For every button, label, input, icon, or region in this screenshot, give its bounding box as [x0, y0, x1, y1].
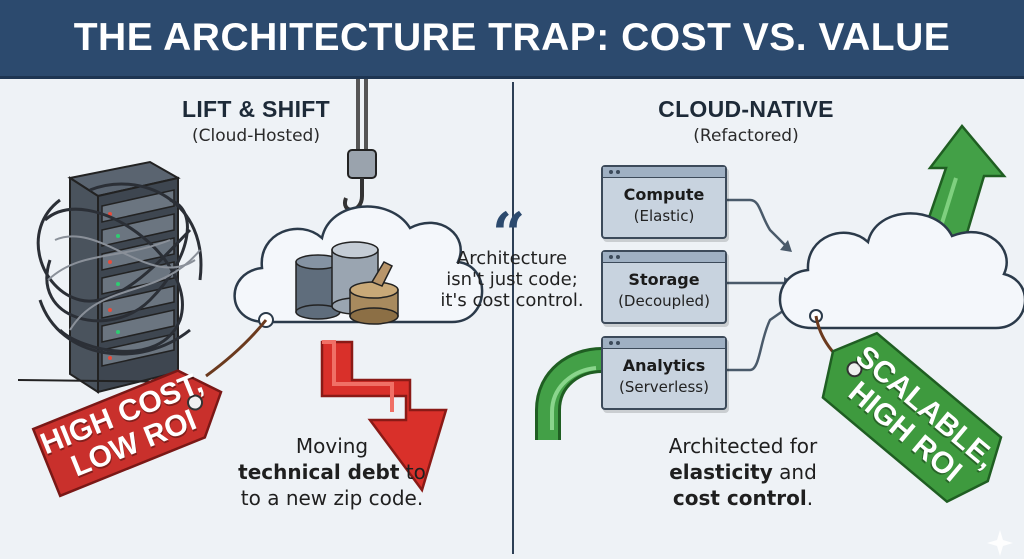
right-caption: Architected for elasticity and cost cont…	[628, 433, 858, 511]
caption-line: technical debt to	[212, 459, 452, 485]
service-note: (Elastic)	[633, 207, 695, 225]
right-section-subtitle: (Refactored)	[693, 126, 799, 146]
window-dot	[616, 170, 620, 174]
caption-line: cost control.	[628, 485, 858, 511]
page-title: THE ARCHITECTURE TRAP: COST VS. VALUE	[73, 16, 951, 59]
quote-line: isn't just code;	[446, 269, 578, 290]
caption-bold: technical debt	[238, 460, 400, 484]
analytics-service-box: Analytics (Serverless)	[601, 336, 727, 410]
service-note: (Serverless)	[619, 378, 709, 396]
left-section-subtitle: (Cloud-Hosted)	[192, 126, 320, 146]
service-note: (Decoupled)	[618, 292, 710, 310]
left-caption: Moving technical debt to to a new zip co…	[212, 433, 452, 511]
sparkle-icon	[987, 530, 1013, 556]
high-cost-tag	[31, 369, 223, 498]
left-section-title: LIFT & SHIFT	[182, 96, 330, 122]
red-down-arrow	[320, 340, 448, 493]
server-rack-icon	[17, 160, 203, 394]
cloud-native-icon	[778, 212, 1024, 330]
caption-text: and	[772, 460, 817, 484]
header-bar	[0, 0, 1024, 79]
center-divider	[512, 82, 514, 554]
window-bar	[603, 338, 725, 349]
service-name: Analytics	[622, 356, 706, 375]
caption-text: .	[806, 486, 814, 510]
compute-service-box: Compute (Elastic)	[601, 165, 727, 239]
caption-line: to a new zip code.	[240, 486, 424, 510]
window-dot	[609, 255, 613, 259]
caption-bold: elasticity	[669, 460, 773, 484]
caption-bold: cost control	[672, 486, 807, 510]
cloud-hosted-icon	[233, 205, 484, 328]
quote-icon: “	[492, 200, 526, 268]
caption-line: elasticity and	[628, 459, 858, 485]
window-dot	[616, 255, 620, 259]
window-dot	[609, 170, 613, 174]
service-name: Compute	[623, 185, 705, 204]
service-name: Storage	[628, 270, 700, 289]
service-connectors	[725, 198, 791, 372]
caption-line: Architected for	[668, 434, 818, 458]
window-bar	[603, 252, 725, 263]
caption-text: to	[399, 460, 426, 484]
window-bar	[603, 167, 725, 178]
quote-line: it's cost control.	[440, 290, 584, 311]
tag-string	[205, 319, 268, 378]
window-dot	[609, 341, 613, 345]
window-dot	[616, 341, 620, 345]
storage-service-box: Storage (Decoupled)	[601, 250, 727, 324]
quote-line: Architecture	[456, 248, 568, 269]
caption-line: Moving	[295, 434, 369, 458]
right-section-title: CLOUD-NATIVE	[658, 96, 834, 122]
scalable-tag	[821, 331, 1003, 504]
quote-text: Architecture isn't just code; it's cost …	[432, 248, 592, 311]
